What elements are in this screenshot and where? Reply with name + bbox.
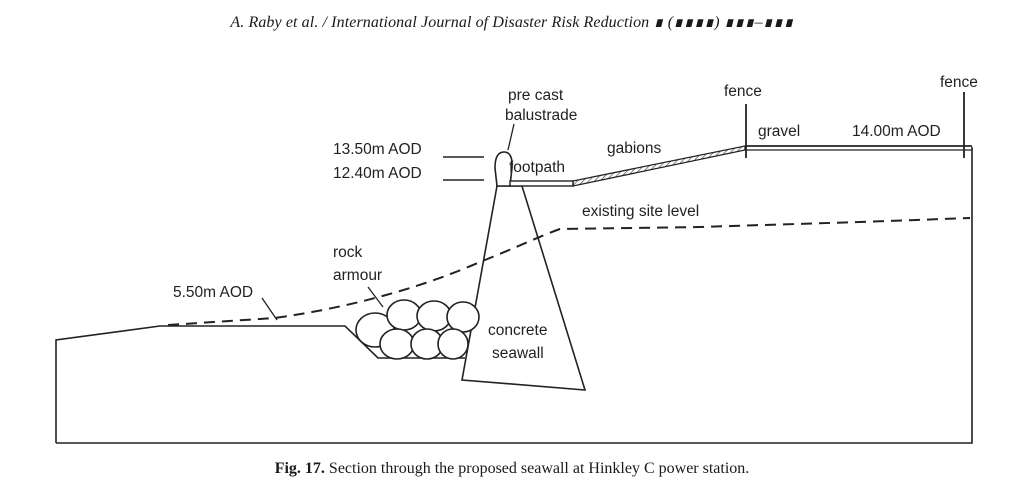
label-concrete: concrete bbox=[488, 322, 547, 339]
ground-base-line bbox=[56, 147, 973, 444]
rock-armour-leader bbox=[367, 286, 384, 308]
balustrade-leader bbox=[507, 123, 515, 151]
label-gabions: gabions bbox=[607, 140, 662, 157]
footpath-surface bbox=[509, 180, 574, 187]
figure-caption-label: Fig. 17. bbox=[274, 460, 325, 477]
label-level-12-40: 12.40m AOD bbox=[333, 165, 422, 182]
precast-balustrade bbox=[494, 151, 513, 187]
existing-site-level-line bbox=[167, 217, 971, 326]
label-armour: armour bbox=[333, 267, 382, 284]
running-header: A. Raby et al. / International Journal o… bbox=[230, 14, 794, 31]
label-existing-site-level: existing site level bbox=[582, 203, 699, 220]
label-footpath: footpath bbox=[509, 159, 565, 176]
figure-caption-text: Section through the proposed seawall at … bbox=[324, 460, 750, 477]
label-balustrade: balustrade bbox=[505, 107, 577, 124]
figure-caption: Fig. 17. Section through the proposed se… bbox=[0, 460, 1024, 478]
label-rock: rock bbox=[333, 244, 363, 261]
label-level-5-50: 5.50m AOD bbox=[173, 284, 253, 301]
level-5-50-leader bbox=[261, 297, 278, 321]
label-gravel: gravel bbox=[758, 123, 800, 140]
label-level-14-00: 14.00m AOD bbox=[852, 123, 941, 140]
label-seawall: seawall bbox=[492, 345, 544, 362]
label-fence-left: fence bbox=[724, 83, 762, 100]
rock-armour bbox=[355, 299, 480, 360]
label-pre-cast: pre cast bbox=[508, 87, 564, 104]
label-level-13-50: 13.50m AOD bbox=[333, 141, 422, 158]
label-fence-right: fence bbox=[940, 74, 978, 91]
